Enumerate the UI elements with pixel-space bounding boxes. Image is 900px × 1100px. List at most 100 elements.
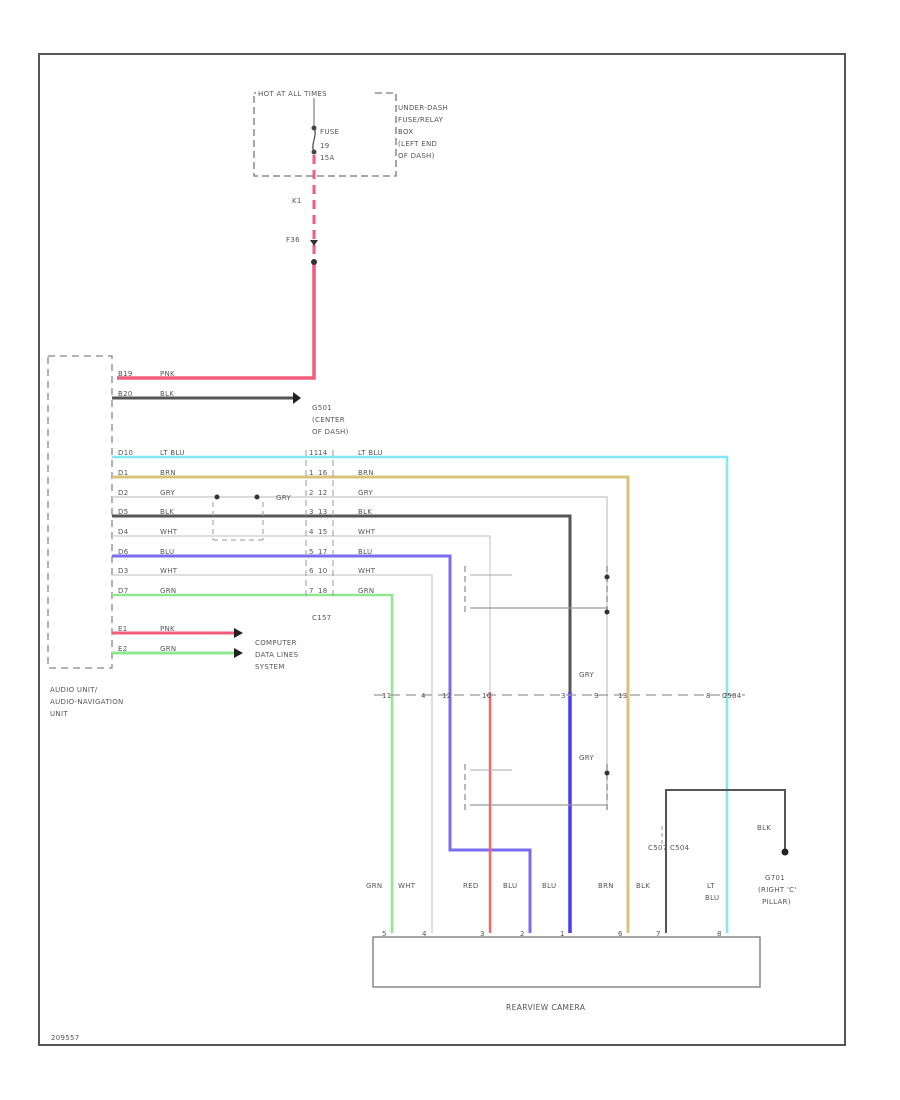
c157-pin-left: 5 — [309, 548, 314, 556]
audio-unit-name-3: UNIT — [50, 710, 68, 718]
ground-arrow-icon — [293, 392, 301, 404]
pink-wire-solid — [117, 262, 316, 380]
wire-lt-blu — [112, 455, 729, 933]
shield-upper-node-1 — [604, 574, 610, 580]
fuse-box-desc-1: UNDER-DASH — [398, 104, 448, 112]
fuse-box: HOT AT ALL TIMES UNDER-DASH FUSE/RELAY B… — [253, 88, 448, 177]
camera-wire-label: WHT — [398, 882, 416, 890]
shield-lower: GRY — [464, 754, 610, 812]
audio-pin-color: WHT — [160, 567, 178, 575]
audio-pin-b19: B19 — [118, 370, 133, 378]
camera-pin: 4 — [422, 930, 427, 938]
c157-pin-right: 18 — [318, 587, 328, 595]
c157-pin-left: 4 — [309, 528, 314, 536]
audio-pin-d3: D3 — [118, 567, 128, 575]
camera-pin: 2 — [520, 930, 525, 938]
c157-wire-color: WHT — [358, 528, 376, 536]
fuse-bottom-terminal — [311, 149, 317, 155]
computer-label-1: COMPUTER — [255, 639, 297, 647]
fuse-box-desc-2: FUSE/RELAY — [398, 116, 444, 124]
c157-pin-right: 15 — [318, 528, 328, 536]
audio-pin-color: BRN — [160, 469, 176, 477]
audio-pin-color: BLK — [160, 390, 174, 398]
audio-pin-d7: D7 — [118, 587, 128, 595]
c157-wire-color: BLK — [358, 508, 372, 516]
camera-wire-label: BLK — [636, 882, 650, 890]
c504-pin: 4 — [421, 692, 426, 700]
g701-label-3: PILLAR) — [762, 898, 791, 906]
audio-pin-color: GRN — [160, 587, 176, 595]
c504-pin: 10 — [482, 692, 492, 700]
rearview-camera-label: REARVIEW CAMERA — [506, 1003, 586, 1012]
c157-pin-left: 7 — [309, 587, 314, 595]
camera-wire-label: BLU — [705, 894, 719, 902]
c504-pin: 12 — [442, 692, 452, 700]
g701-blk: BLK — [757, 824, 771, 832]
c157-wire-color: LT BLU — [358, 449, 383, 457]
pink-feed-wire: K1 F36 — [117, 155, 318, 380]
camera-wire-label: BLU — [542, 882, 556, 890]
c157-wire-color: BLU — [358, 548, 372, 556]
shield-upper: GRY — [464, 566, 610, 679]
shield-lower-node — [604, 770, 610, 776]
feed-pin-bottom: F36 — [286, 236, 300, 244]
c157-name: C157 — [312, 614, 331, 622]
c157-pin-left: 2 — [309, 489, 314, 497]
wire-wht-2 — [112, 574, 433, 933]
d2-shield-node-2 — [254, 494, 260, 500]
feed-pin-top: K1 — [292, 197, 302, 205]
wire-blk — [112, 514, 572, 692]
c157-wire-color: GRN — [358, 587, 374, 595]
computer-label-2: DATA LINES — [255, 651, 299, 659]
fuse-box-header-bg — [256, 88, 372, 98]
camera-pin: 6 — [618, 930, 623, 938]
c507-label: C507 C504 — [648, 844, 690, 852]
wire-brn — [112, 475, 630, 933]
audio-pin-d10: D10 — [118, 449, 133, 457]
c157-wire-color: GRY — [358, 489, 373, 497]
camera-wire-label: BRN — [598, 882, 614, 890]
c157-pin-right: 10 — [318, 567, 328, 575]
c157-wire-color: WHT — [358, 567, 376, 575]
audio-unit-name-2: AUDIO-NAVIGATION — [50, 698, 124, 706]
fuse-box-header: HOT AT ALL TIMES — [258, 90, 327, 98]
audio-pin-b20: B20 — [118, 390, 133, 398]
fuse-amp: 15A — [320, 154, 335, 162]
computer-label-3: SYSTEM — [255, 663, 285, 671]
g701-label-1: G701 — [765, 874, 785, 882]
audio-unit-outline — [47, 355, 113, 669]
audio-pin-color: BLK — [160, 508, 174, 516]
d2-shield-gry: GRY — [276, 494, 291, 502]
c504-gry-bottom: GRY — [579, 754, 594, 762]
camera-wire-label: BLU — [503, 882, 517, 890]
audio-pin-e1: E1 — [118, 625, 127, 633]
wire-blk-g701 — [665, 789, 786, 933]
fuse-icon — [312, 127, 316, 153]
c157-wire-color: BRN — [358, 469, 374, 477]
c157-pin-right: 16 — [318, 469, 328, 477]
arrow-e1-icon — [234, 628, 243, 638]
g501-label-3: OF DASH) — [312, 428, 349, 436]
pink-wire-node — [311, 259, 317, 265]
audio-pin-d1: D1 — [118, 469, 128, 477]
c504-gry-top: GRY — [579, 671, 594, 679]
c504-pin: 11 — [382, 692, 392, 700]
wire-blu — [112, 554, 532, 933]
c504-pin: 8 — [706, 692, 711, 700]
d2-shield: GRY — [212, 494, 291, 541]
camera-pin: 3 — [480, 930, 485, 938]
arrow-e2-icon — [234, 648, 243, 658]
camera-pin: 5 — [382, 930, 387, 938]
c157-pin-right: 17 — [318, 548, 328, 556]
audio-pin-color: PNK — [160, 370, 175, 378]
audio-pin-color: WHT — [160, 528, 178, 536]
audio-pin-d4: D4 — [118, 528, 129, 536]
audio-pin-color: GRN — [160, 645, 176, 653]
audio-pin-color: PNK — [160, 625, 175, 633]
wire-gry — [112, 496, 608, 810]
